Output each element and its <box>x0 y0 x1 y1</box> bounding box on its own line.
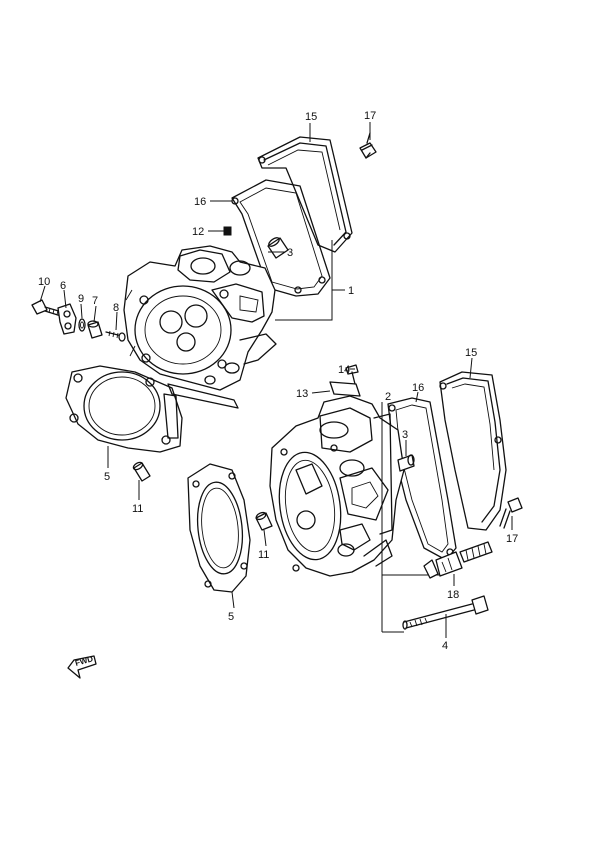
leader-lines <box>39 122 513 638</box>
callout-13: 13 <box>296 388 308 400</box>
bolt-4 <box>402 595 489 630</box>
cover-gasket-upper <box>231 179 331 297</box>
callout-4: 4 <box>442 640 448 652</box>
pin-3-lower <box>397 454 415 472</box>
callout-numbers: 15 17 16 12 3 1 10 6 9 7 8 5 11 14 13 15… <box>38 110 518 652</box>
callout-15-lower: 15 <box>465 347 477 359</box>
head-gasket-lower <box>187 463 251 593</box>
callout-8: 8 <box>113 302 119 314</box>
bolt-17-lower <box>499 497 523 529</box>
callout-2: 2 <box>385 391 391 403</box>
callout-3-upper: 3 <box>287 247 293 259</box>
callout-18: 18 <box>447 589 459 601</box>
callout-3-lower: 3 <box>402 429 408 441</box>
screw-8 <box>105 330 126 342</box>
cylinder-head-upper <box>123 245 277 409</box>
group-bracket-2 <box>381 402 440 633</box>
callout-15-upper: 15 <box>305 111 317 123</box>
cylinder-head-lower <box>269 395 405 577</box>
cylinder-head-cover-lower <box>439 371 507 531</box>
callout-5-lower: 5 <box>228 611 234 623</box>
fwd-arrow-icon: FWD <box>67 654 97 679</box>
bolt-17-upper <box>359 132 377 159</box>
callout-7: 7 <box>92 295 98 307</box>
cylinder-head-cover-upper <box>257 136 353 253</box>
dowel-11-lower <box>255 511 273 531</box>
callout-10: 10 <box>38 276 50 288</box>
callout-14: 14 <box>338 364 350 376</box>
callout-12: 12 <box>192 226 204 238</box>
callout-5-upper: 5 <box>104 471 110 483</box>
clamp-6 <box>57 303 77 335</box>
plate-13 <box>329 381 361 397</box>
plug-12 <box>223 226 232 236</box>
group-bracket-1 <box>275 240 345 321</box>
collar-7 <box>87 320 103 339</box>
callout-17-lower: 17 <box>506 533 518 545</box>
callout-16-upper: 16 <box>194 196 206 208</box>
callout-11-lower: 11 <box>258 549 269 561</box>
callout-16-lower: 16 <box>412 382 424 394</box>
callout-11-upper: 11 <box>132 503 143 515</box>
head-gasket-upper <box>65 365 183 453</box>
washer-9 <box>78 318 86 332</box>
callout-9: 9 <box>78 293 84 305</box>
callout-17-upper: 17 <box>364 110 376 122</box>
dowel-11-upper <box>132 461 151 482</box>
spark-plug-18 <box>423 541 493 579</box>
pin-3-upper <box>267 237 289 259</box>
callout-6: 6 <box>60 280 66 292</box>
callout-1: 1 <box>348 285 354 297</box>
